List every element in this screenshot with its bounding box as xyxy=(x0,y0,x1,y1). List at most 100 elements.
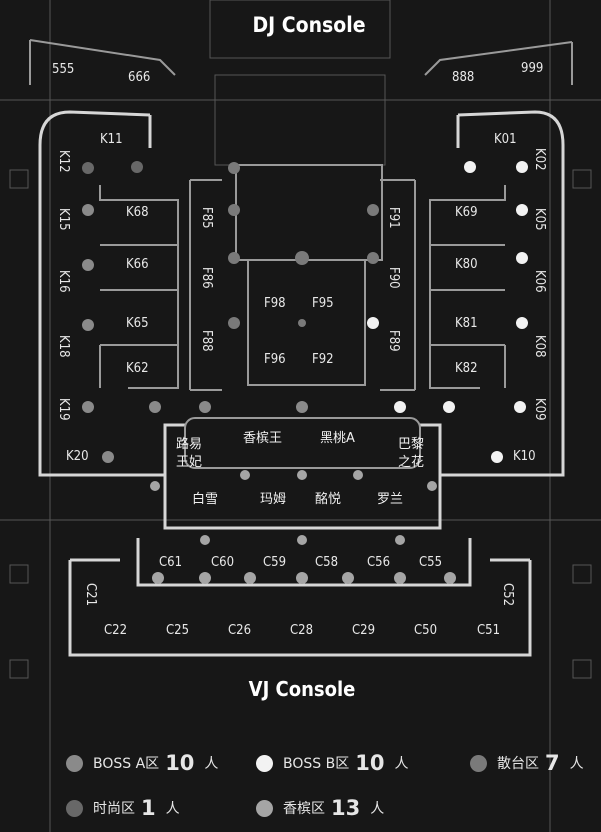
vip-luyi[interactable]: 路易 xyxy=(176,436,202,452)
seat-vip-4[interactable] xyxy=(150,481,160,491)
lounge-555[interactable]: 555 xyxy=(52,62,74,77)
seat-k08[interactable] xyxy=(516,317,528,329)
seat-c59[interactable] xyxy=(244,572,256,584)
seat-f85-a[interactable] xyxy=(228,162,240,174)
seat-f85[interactable] xyxy=(228,204,240,216)
seat-k18[interactable] xyxy=(82,319,94,331)
seat-c-1[interactable] xyxy=(200,535,210,545)
booth-k02[interactable]: K02 xyxy=(532,148,547,171)
table-c29[interactable]: C29 xyxy=(352,623,375,638)
table-c21[interactable]: C21 xyxy=(83,583,98,606)
booth-k80[interactable]: K80 xyxy=(455,257,478,272)
table-c59[interactable]: C59 xyxy=(263,555,286,570)
table-c55[interactable]: C55 xyxy=(419,555,442,570)
booth-f88[interactable]: F88 xyxy=(199,330,214,352)
vip-zhihua[interactable]: 之花 xyxy=(398,454,424,470)
seat-c60[interactable] xyxy=(199,572,211,584)
seat-f91[interactable] xyxy=(367,204,379,216)
booth-k12[interactable]: K12 xyxy=(56,150,71,173)
seat-f90[interactable] xyxy=(367,252,379,264)
booth-f92[interactable]: F92 xyxy=(312,352,334,367)
seat-c58[interactable] xyxy=(296,572,308,584)
seat-right-a[interactable] xyxy=(394,401,406,413)
seat-vip-1[interactable] xyxy=(240,470,250,480)
seat-f86[interactable] xyxy=(228,252,240,264)
seat-k19[interactable] xyxy=(82,401,94,413)
seat-k11[interactable] xyxy=(131,161,143,173)
lounge-888[interactable]: 888 xyxy=(452,70,474,85)
lounge-999[interactable]: 999 xyxy=(521,61,543,76)
seat-f88[interactable] xyxy=(228,317,240,329)
table-c58[interactable]: C58 xyxy=(315,555,338,570)
seat-vip-3[interactable] xyxy=(353,470,363,480)
seat-c-3[interactable] xyxy=(395,535,405,545)
seat-left-a[interactable] xyxy=(149,401,161,413)
booth-k65[interactable]: K65 xyxy=(126,316,149,331)
seat-center-mid[interactable] xyxy=(298,319,306,327)
table-c22[interactable]: C22 xyxy=(104,623,127,638)
booth-k05[interactable]: K05 xyxy=(532,208,547,231)
vip-baixue[interactable]: 白雪 xyxy=(192,491,218,507)
seat-k05[interactable] xyxy=(516,204,528,216)
lounge-666[interactable]: 666 xyxy=(128,70,150,85)
booth-f96[interactable]: F96 xyxy=(264,352,286,367)
table-c61[interactable]: C61 xyxy=(159,555,182,570)
seat-vip-2[interactable] xyxy=(297,470,307,480)
vip-wangfei[interactable]: 王妃 xyxy=(176,455,202,470)
seat-center-top[interactable] xyxy=(295,251,309,265)
table-c56[interactable]: C56 xyxy=(367,555,390,570)
booth-k09[interactable]: K09 xyxy=(532,398,547,421)
vip-xiangbinwang[interactable]: 香槟王 xyxy=(243,430,282,446)
booth-f95[interactable]: F95 xyxy=(312,296,334,311)
booth-k69[interactable]: K69 xyxy=(455,205,478,220)
seat-c61[interactable] xyxy=(152,572,164,584)
vip-bali[interactable]: 巴黎 xyxy=(398,437,424,452)
seat-k16[interactable] xyxy=(82,259,94,271)
seat-c-2[interactable] xyxy=(297,535,307,545)
booth-k62[interactable]: K62 xyxy=(126,361,149,376)
table-c26[interactable]: C26 xyxy=(228,623,251,638)
seat-k02[interactable] xyxy=(516,161,528,173)
booth-k19[interactable]: K19 xyxy=(56,398,71,421)
seat-f89[interactable] xyxy=(367,317,379,329)
seat-center-bottom[interactable] xyxy=(296,401,308,413)
seat-k09[interactable] xyxy=(514,401,526,413)
table-c60[interactable]: C60 xyxy=(211,555,234,570)
seat-k20[interactable] xyxy=(102,451,114,463)
seat-k01[interactable] xyxy=(464,161,476,173)
booth-k06[interactable]: K06 xyxy=(532,270,547,293)
seat-left-b[interactable] xyxy=(199,401,211,413)
seat-k15[interactable] xyxy=(82,204,94,216)
booth-k15[interactable]: K15 xyxy=(56,208,71,231)
booth-k81[interactable]: K81 xyxy=(455,316,478,331)
booth-f86[interactable]: F86 xyxy=(199,267,214,289)
seat-c-end[interactable] xyxy=(444,572,456,584)
booth-f89[interactable]: F89 xyxy=(386,330,401,352)
table-c52[interactable]: C52 xyxy=(500,583,515,606)
seat-k06[interactable] xyxy=(516,252,528,264)
vip-luolan[interactable]: 罗兰 xyxy=(377,492,403,507)
booth-k20[interactable]: K20 xyxy=(66,449,89,464)
booth-k82[interactable]: K82 xyxy=(455,361,478,376)
booth-k16[interactable]: K16 xyxy=(56,270,71,293)
seat-k10[interactable] xyxy=(491,451,503,463)
booth-k08[interactable]: K08 xyxy=(532,335,547,358)
table-c28[interactable]: C28 xyxy=(290,623,313,638)
table-c50[interactable]: C50 xyxy=(414,623,437,638)
seat-c55[interactable] xyxy=(394,572,406,584)
booth-k11[interactable]: K11 xyxy=(100,132,123,147)
booth-f85[interactable]: F85 xyxy=(199,207,214,229)
seat-vip-5[interactable] xyxy=(427,481,437,491)
booth-f98[interactable]: F98 xyxy=(264,296,286,311)
table-c51[interactable]: C51 xyxy=(477,623,500,638)
booth-k68[interactable]: K68 xyxy=(126,205,149,220)
booth-k66[interactable]: K66 xyxy=(126,257,149,272)
vip-mamu[interactable]: 玛姆 xyxy=(260,492,286,507)
booth-f90[interactable]: F90 xyxy=(386,267,401,289)
booth-k10[interactable]: K10 xyxy=(513,449,536,464)
vip-heitaoa[interactable]: 黑桃A xyxy=(320,431,355,446)
seat-c56[interactable] xyxy=(342,572,354,584)
seat-right-b[interactable] xyxy=(443,401,455,413)
booth-k18[interactable]: K18 xyxy=(56,335,71,358)
booth-k01[interactable]: K01 xyxy=(494,132,517,147)
